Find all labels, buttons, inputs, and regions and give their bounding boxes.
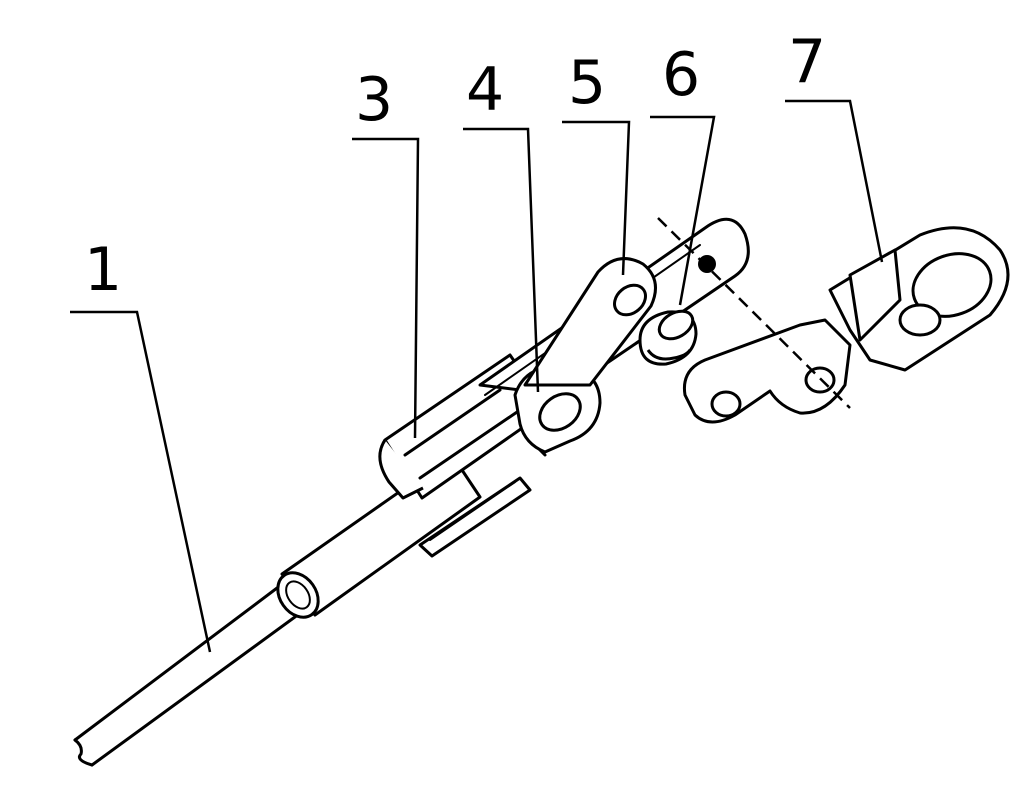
label-5: 5 xyxy=(568,48,606,118)
label-6: 6 xyxy=(662,40,700,110)
label-3: 3 xyxy=(355,65,393,135)
sleeve-tube xyxy=(276,453,482,619)
housing-body xyxy=(378,353,550,558)
leader-lines xyxy=(70,99,884,653)
label-4: 4 xyxy=(466,55,504,125)
cable-rod xyxy=(73,580,312,767)
link-arm xyxy=(523,257,657,387)
label-1: 1 xyxy=(84,235,122,305)
pivot-hole-filled xyxy=(698,255,716,273)
label-7: 7 xyxy=(788,27,826,97)
clevis xyxy=(513,365,602,457)
pivot-pin xyxy=(638,309,698,366)
